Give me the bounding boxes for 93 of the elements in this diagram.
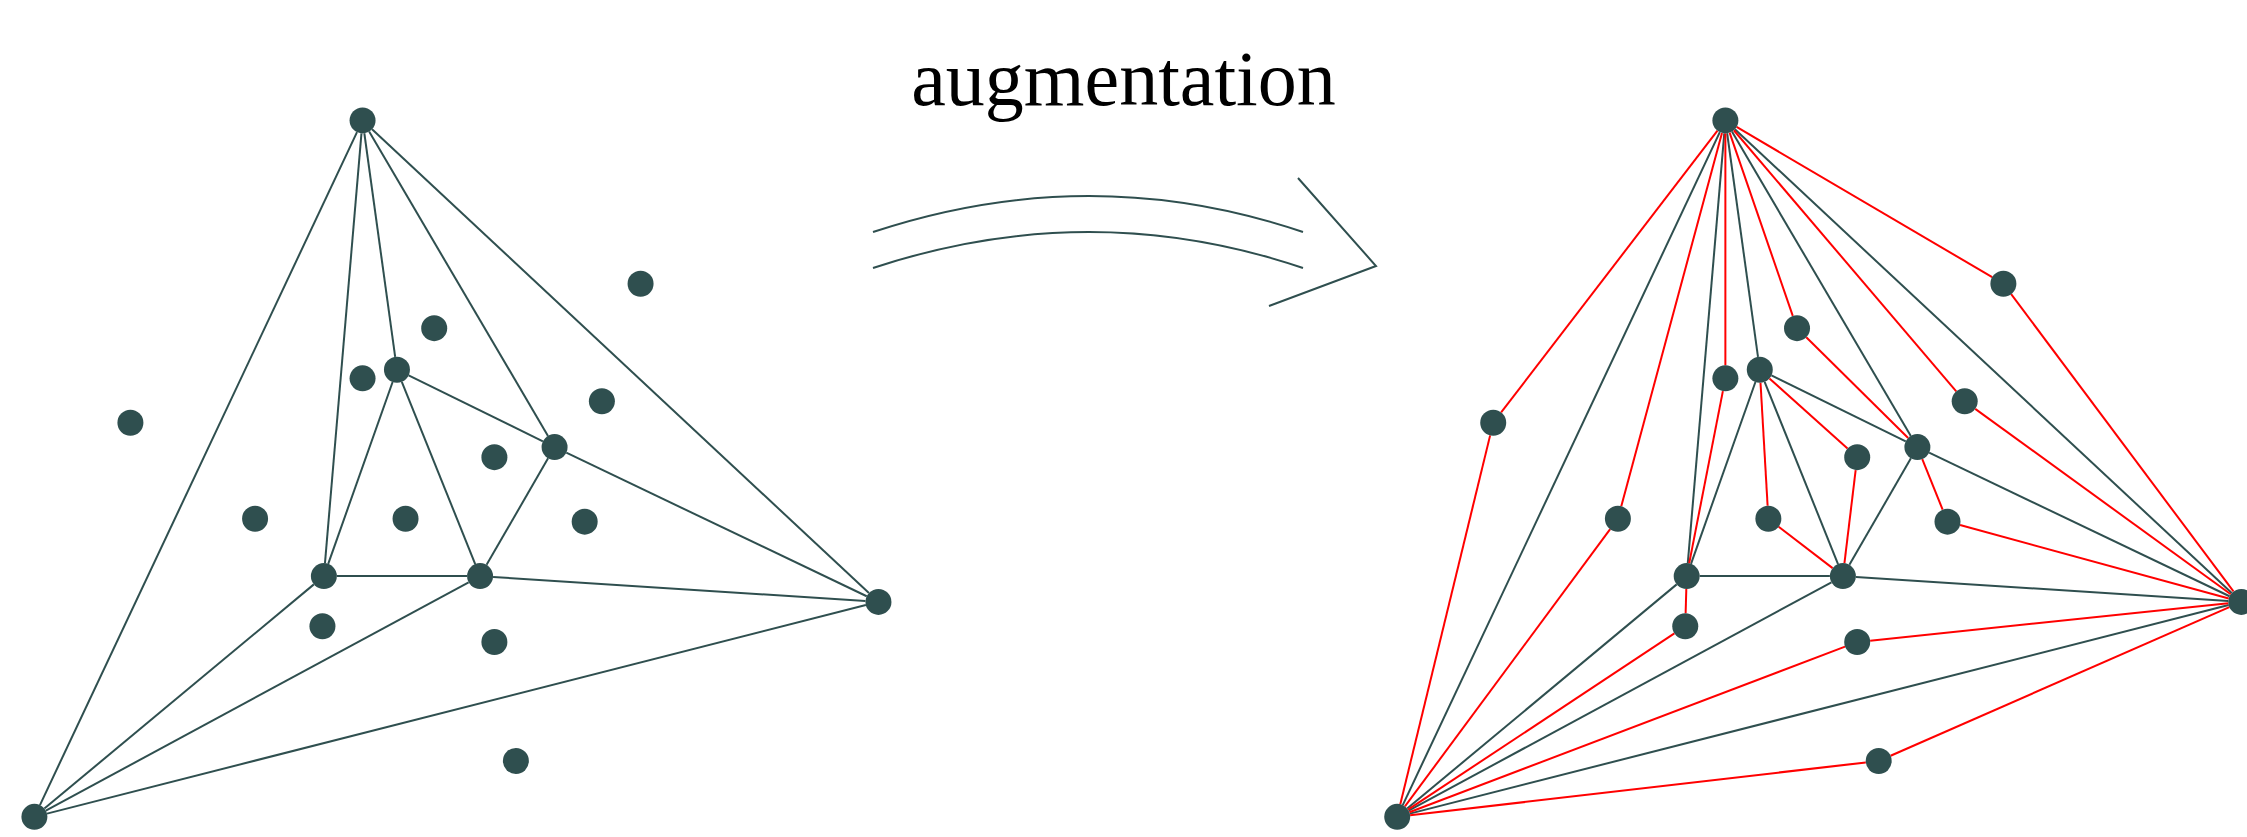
graph-vertex xyxy=(309,613,336,640)
graph-edge xyxy=(1770,374,1907,443)
graph-vertex xyxy=(1904,434,1931,461)
graph-edge xyxy=(1408,604,2230,815)
graph-vertex xyxy=(1712,107,1739,134)
graph-edge xyxy=(1848,457,1912,566)
graph-edge xyxy=(1805,336,1910,439)
graph-edge xyxy=(400,380,477,565)
graph-vertex xyxy=(1951,388,1978,415)
graph-edge xyxy=(38,131,358,807)
graph-vertex xyxy=(383,356,410,383)
graph-vertex xyxy=(349,365,376,392)
graph-edge xyxy=(1730,130,1912,437)
graph-vertex xyxy=(588,388,615,415)
graph-edge xyxy=(1399,434,1492,806)
graph-vertex xyxy=(1844,629,1871,655)
graph-edge xyxy=(43,583,315,810)
graph-edge xyxy=(1500,129,1719,414)
graph-edge xyxy=(1724,132,1727,367)
graph-edge xyxy=(1889,606,2231,757)
graph-vertex xyxy=(541,434,568,461)
graph-vertex xyxy=(627,270,654,297)
graph-edge xyxy=(1409,761,1867,817)
graph-edge xyxy=(368,130,549,437)
graph-edge xyxy=(1407,581,1833,812)
graph-edge xyxy=(46,604,867,815)
graph-edge xyxy=(1688,390,1724,565)
graph-edge xyxy=(1733,128,2233,594)
graph-vertex xyxy=(1604,505,1631,532)
graph-edge xyxy=(1690,381,1757,565)
graph-edge xyxy=(1763,380,1840,565)
graph-edge xyxy=(1620,131,1723,508)
graph-edge xyxy=(1843,469,1857,565)
graph-vertex xyxy=(481,444,508,471)
graph-vertex xyxy=(481,629,508,655)
graph-vertex xyxy=(242,505,269,532)
graph-vertex xyxy=(467,563,494,590)
graph-vertex xyxy=(1673,563,1700,590)
graph-edge xyxy=(1928,451,2231,598)
graph-edge xyxy=(1768,377,1849,450)
graph-vertex xyxy=(1865,747,1892,774)
graph-vertex xyxy=(392,505,419,532)
graph-vertex xyxy=(21,803,48,830)
graph-edge xyxy=(1403,528,1612,808)
graph-vertex xyxy=(502,747,529,774)
graph-edge xyxy=(1406,583,1678,810)
graph-vertex xyxy=(421,315,448,342)
graph-edge xyxy=(1726,132,1759,358)
graph-vertex xyxy=(1746,356,1773,383)
graph-edge xyxy=(1728,131,1794,317)
graph-edge xyxy=(327,381,394,565)
graph-edge xyxy=(1401,131,1721,807)
graph-edge xyxy=(485,457,550,566)
graph-vertex xyxy=(310,563,337,590)
graph-edge xyxy=(323,132,363,565)
graph-edge xyxy=(1735,125,1994,279)
graph-vertex xyxy=(1672,613,1699,640)
graph-edge xyxy=(1407,632,1676,811)
graph-edge xyxy=(1854,575,2230,603)
graph-edge xyxy=(1959,524,2230,600)
graph-vertex xyxy=(1934,508,1961,535)
graph-edge xyxy=(1974,407,2232,596)
graph-vertex xyxy=(1784,315,1811,342)
graph-edge xyxy=(363,132,397,358)
graph-edge xyxy=(1686,132,1726,565)
graph-vertex xyxy=(117,409,144,436)
graph-edge xyxy=(1921,458,1944,511)
graph-vertex xyxy=(1755,505,1782,532)
graph-edge xyxy=(44,581,470,812)
graph-vertex xyxy=(1990,270,2017,297)
graph-edge xyxy=(335,575,469,578)
graph-edge xyxy=(1777,525,1834,570)
graph-edge xyxy=(492,575,867,603)
graph-vertex xyxy=(571,508,598,535)
graph-vertex xyxy=(349,107,376,134)
graph-edge xyxy=(1408,645,1847,814)
graph-vertex xyxy=(1480,409,1507,436)
graph-vertex xyxy=(1712,365,1739,392)
graph-edge xyxy=(1759,381,1769,507)
graph-edge xyxy=(407,374,544,443)
graph-edge xyxy=(1684,588,1688,615)
graph-vertex xyxy=(1384,803,1411,830)
graph-edge xyxy=(1869,602,2230,642)
graph-vertex xyxy=(1829,563,1856,590)
heading-text: augmentation xyxy=(911,35,1336,122)
graph-edge xyxy=(371,128,870,594)
graph-edge xyxy=(1698,575,1831,578)
graph-edge xyxy=(1732,129,1958,393)
graph-edge xyxy=(2010,293,2235,593)
graph-edge xyxy=(565,451,868,598)
graph-vertex xyxy=(865,588,892,615)
graph-vertex xyxy=(1844,444,1871,471)
graph-vertex xyxy=(2228,588,2247,615)
